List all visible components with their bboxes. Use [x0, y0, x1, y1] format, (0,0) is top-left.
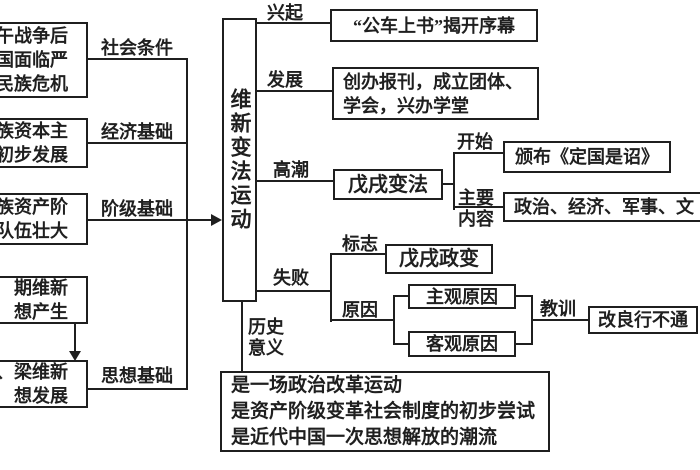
connector-line	[531, 319, 588, 321]
edge-label-economic: 经济基础	[101, 122, 173, 142]
box-line: 戊戌变法	[348, 173, 428, 196]
box-line: “公车上书”揭开序幕	[353, 15, 515, 36]
connector-line	[88, 219, 212, 221]
connector-line	[516, 343, 533, 345]
box-public-vehicle-petition: “公车上书”揭开序幕	[330, 9, 538, 42]
box-reform-path-blocked: 改良行不通	[588, 306, 698, 334]
edge-label-reason: 原因	[342, 300, 378, 320]
connector-line	[393, 343, 408, 345]
connector-line	[74, 324, 76, 352]
box-reform-movement-title: 维新变法运动	[222, 18, 257, 302]
box-objective-reason: 客观原因	[408, 331, 516, 357]
branch-label-significance-1: 历史	[248, 317, 284, 337]
connector-line	[393, 295, 408, 297]
box-newspapers-societies-schools: 创办报刊，成立团体、 学会，兴办学堂	[332, 67, 539, 120]
edge-label-class: 阶级基础	[101, 199, 173, 219]
connector-line	[330, 253, 332, 322]
box-reform-content: 政治、经济、军事、文	[503, 192, 700, 222]
box-line: 初步发展	[0, 145, 68, 165]
box-line: 戊戌政变	[399, 248, 479, 270]
box-bourgeoisie-grows: 族资产阶 队伍壮大	[0, 193, 88, 245]
connector-line	[257, 22, 330, 24]
connector-line	[88, 388, 188, 390]
connector-line	[393, 295, 395, 345]
box-dingguoshizhao-edict: 颁布《定国是诏》	[503, 141, 671, 173]
box-line: 改良行不通	[598, 310, 688, 330]
connector-line	[257, 180, 333, 182]
edge-label-mark: 标志	[342, 234, 378, 254]
box-line: 队伍壮大	[0, 221, 68, 241]
connector-line	[453, 152, 455, 210]
box-line: 主观原因	[426, 286, 498, 307]
box-line: 想发展	[14, 386, 68, 406]
connector-line	[241, 302, 243, 372]
box-early-reform-thought: 期维新 想产生	[0, 276, 88, 324]
branch-label-rise: 兴起	[267, 3, 303, 23]
box-line: 是资产阶级变革社会制度的初步尝试	[231, 400, 536, 422]
edge-label-thought: 思想基础	[101, 366, 173, 386]
box-line: 颁布《定国是诏》	[515, 147, 659, 167]
box-line: 期维新	[14, 278, 68, 298]
branch-label-climax: 高潮	[273, 160, 309, 180]
arrow-right-icon	[211, 214, 222, 226]
branch-label-significance-2: 意义	[248, 338, 284, 358]
diagram-title: 维新变法运动	[228, 88, 252, 232]
box-national-capitalism: 族资本主 初步发展	[0, 118, 88, 168]
edge-label-social: 社会条件	[101, 38, 173, 58]
connector-line	[453, 152, 503, 154]
box-line: 是近代中国一次思想解放的潮流	[231, 426, 498, 448]
box-wuxu-reform: 戊戌变法	[333, 169, 443, 200]
branch-label-develop: 发展	[267, 70, 303, 90]
connector-line	[186, 58, 188, 390]
box-line: 政治、经济、军事、文	[514, 197, 694, 217]
arrow-down-icon	[69, 351, 81, 361]
box-kang-liang-thought: 、梁维新 想发展	[0, 360, 88, 408]
connector-line	[453, 206, 503, 208]
box-line: 国面临严	[0, 50, 68, 70]
box-historical-significance: 是一场政治改革运动 是资产阶级变革社会制度的初步尝试 是近代中国一次思想解放的潮…	[220, 371, 550, 452]
edge-label-main-content-1: 主要	[458, 188, 494, 208]
branch-label-failure: 失败	[273, 268, 309, 288]
edge-label-start: 开始	[457, 132, 493, 152]
connector-line	[257, 290, 332, 292]
box-line: 想产生	[14, 302, 68, 322]
box-line: 族资本主	[0, 121, 68, 141]
box-line: 、梁维新	[0, 362, 68, 382]
box-line: 午战争后	[0, 26, 68, 46]
box-line: 学会，兴办学堂	[343, 95, 469, 116]
edge-label-lesson: 教训	[540, 299, 576, 319]
box-line: 创办报刊，成立团体、	[343, 71, 523, 92]
connector-line	[257, 90, 332, 92]
box-line: 客观原因	[426, 334, 498, 354]
box-line: 民族危机	[0, 74, 68, 94]
connector-line	[332, 319, 395, 321]
box-line: 是一场政治改革运动	[231, 374, 403, 396]
box-subjective-reason: 主观原因	[408, 284, 516, 309]
connector-line	[516, 295, 533, 297]
box-wuxu-coup: 戊戌政变	[385, 244, 493, 274]
connector-line	[332, 253, 385, 255]
connector-line	[88, 142, 188, 144]
connector-line	[443, 183, 455, 185]
edge-label-main-content-2: 内容	[458, 209, 494, 229]
connector-line	[88, 58, 188, 60]
box-national-crisis: 午战争后 国面临严 民族危机	[0, 22, 88, 98]
box-line: 族资产阶	[0, 197, 68, 217]
